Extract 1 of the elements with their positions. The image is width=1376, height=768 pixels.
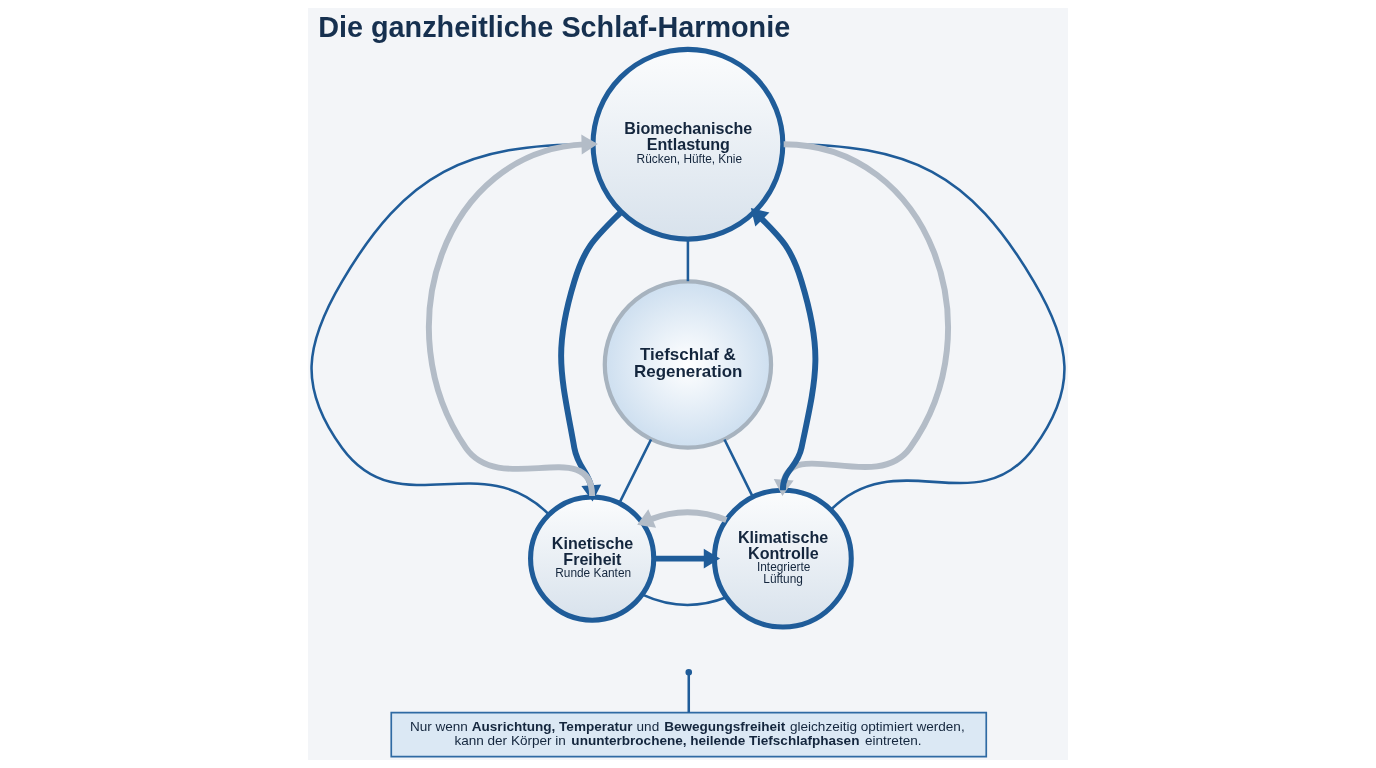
diagram-title: Die ganzheitliche Schlaf-Harmonie <box>318 10 791 43</box>
